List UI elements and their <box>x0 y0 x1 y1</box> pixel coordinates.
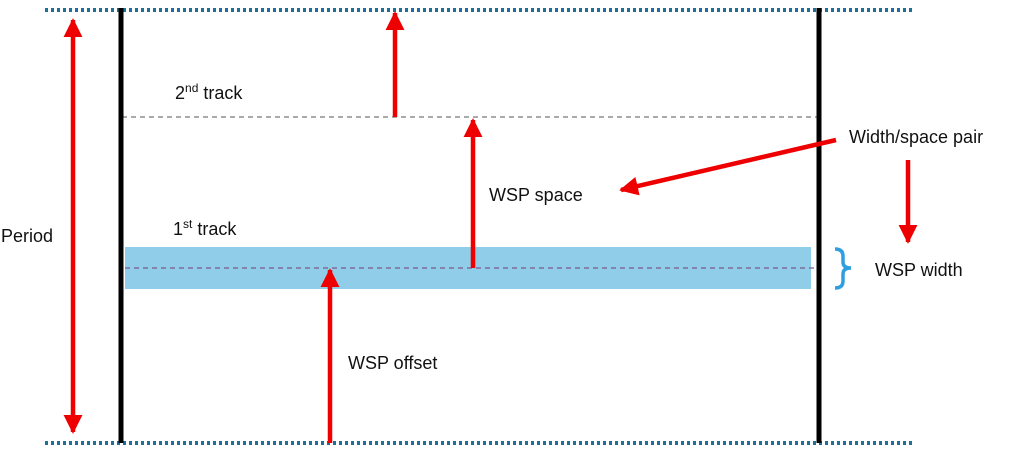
wsp-width-label: WSP width <box>875 260 963 280</box>
second-track-word: track <box>198 83 243 103</box>
first-track-ordinal: st <box>183 217 193 231</box>
second-track-ordinal: nd <box>185 81 199 95</box>
second-track-label: 2nd track <box>175 81 243 103</box>
first-track-number: 1 <box>173 219 184 239</box>
first-track-label: 1st track <box>173 217 237 239</box>
width-space-pair-label: Width/space pair <box>849 127 984 147</box>
wsp-space-label: WSP space <box>489 185 583 205</box>
second-track-number: 2 <box>175 83 186 103</box>
first-track-word: track <box>192 219 237 239</box>
width-space-pair-arrow <box>619 137 837 196</box>
wsp-offset-label: WSP offset <box>348 353 438 373</box>
wsp-width-bracket <box>834 247 852 290</box>
period-label: Period <box>1 226 54 246</box>
